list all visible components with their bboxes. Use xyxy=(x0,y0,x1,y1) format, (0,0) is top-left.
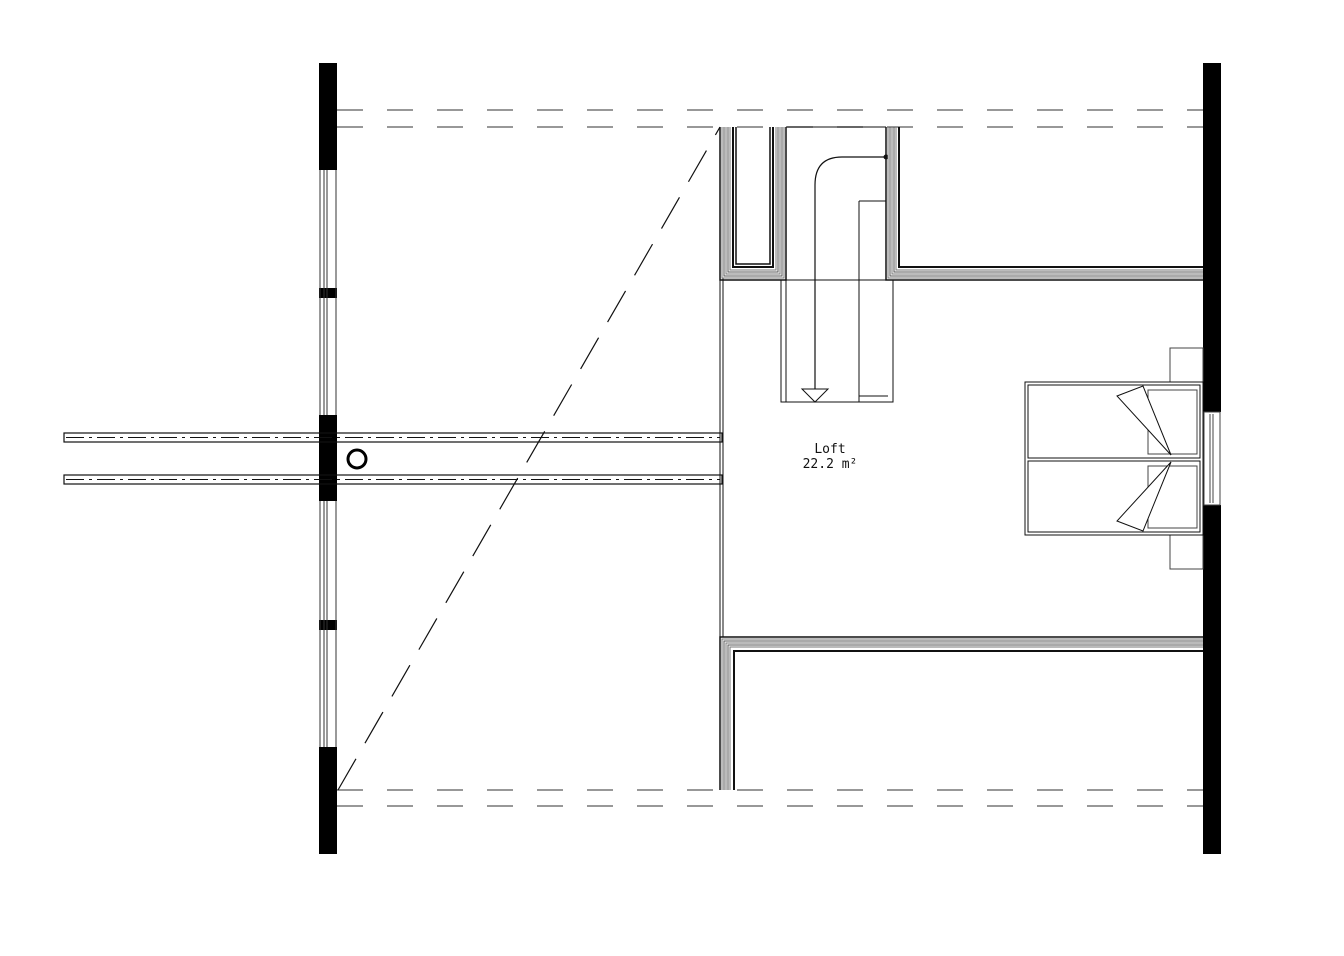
window-frames-left xyxy=(319,170,337,747)
room-name: Loft xyxy=(814,442,846,457)
right-exterior-wall xyxy=(1203,63,1221,854)
column-marker xyxy=(346,448,368,470)
nightstand-top xyxy=(1169,347,1204,383)
stair xyxy=(780,126,894,403)
upper-interior-wall xyxy=(885,127,1203,281)
blanket-fold-top xyxy=(1116,385,1172,456)
chimney-shaft-left xyxy=(719,127,787,281)
roof-eave-lines-top xyxy=(337,109,1203,128)
balcony-beams xyxy=(63,432,723,485)
stair-down-arrow-icon xyxy=(800,388,830,403)
blanket-fold-bottom xyxy=(1116,461,1172,532)
roof-window xyxy=(1203,411,1221,506)
room-label: Loft 22.2 m² xyxy=(760,442,900,472)
lower-interior-wall xyxy=(719,636,1203,790)
loft-left-wall xyxy=(719,278,724,637)
nightstand-bottom xyxy=(1169,534,1204,570)
double-bed xyxy=(1024,381,1204,536)
left-exterior-wall xyxy=(319,63,337,854)
roof-slope-line xyxy=(337,126,721,791)
room-area: 22.2 m² xyxy=(802,457,858,472)
roof-eave-lines-bottom xyxy=(337,789,1203,807)
